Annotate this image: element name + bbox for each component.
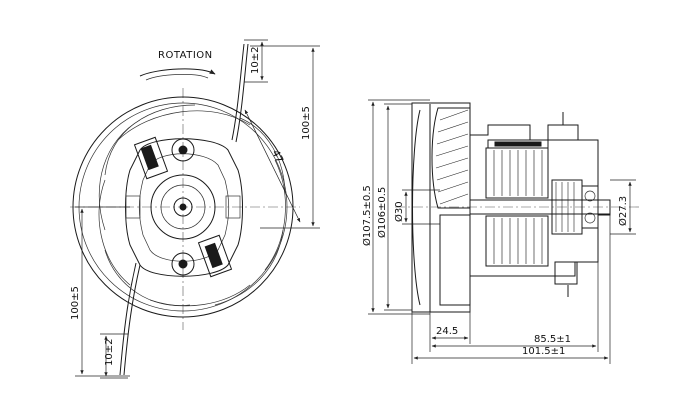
fan-housing-curve: [412, 109, 421, 306]
fan-hatching: [435, 109, 469, 205]
fan-lower-section: [439, 214, 471, 306]
dim-right: 100±5: [301, 106, 312, 140]
dim-line-shaft-dia: [402, 189, 440, 225]
brush-holder-top: [133, 136, 169, 180]
rotor-shaft: [173, 197, 193, 217]
front-view: ROTATION 10±2 10±2 100±5: [70, 39, 320, 379]
dim-line-fan-depth: [429, 312, 471, 344]
dim-left: 100±5: [70, 286, 81, 320]
side-view: Ø107.5±0.5 Ø106±0.5 Ø30 Ø27.3 24.5: [361, 99, 640, 364]
shaft-center: [179, 203, 187, 211]
fan-upper-section: [431, 107, 471, 209]
dim-line-body-length: [429, 262, 599, 352]
stator-windings: [485, 147, 549, 267]
rotor-inner: [160, 184, 206, 230]
commutator-hatching: [555, 182, 575, 232]
dim-line-diag: [244, 109, 301, 223]
brush-assembly-top: [487, 139, 549, 149]
dim-hub-dia: Ø27.3: [617, 196, 629, 226]
dim-inner-dia: Ø106±0.5: [376, 187, 388, 238]
dim-lead-top: 10±2: [250, 47, 261, 74]
dim-outer-dia: Ø107.5±0.5: [361, 185, 373, 246]
screw-boss-top: [171, 138, 195, 162]
brush-holder-bottom: [197, 234, 233, 278]
dim-total-length: 101.5±1: [522, 346, 565, 357]
dim-line-inner-dia: [384, 103, 412, 311]
dim-diag: 47: [269, 148, 284, 164]
clamp-right: [225, 195, 241, 219]
rotation-label: ROTATION: [158, 50, 213, 61]
brush-cap-top: [547, 124, 579, 141]
brush-cap-bottom: [554, 261, 578, 285]
dim-lead-bottom: 10±2: [104, 339, 115, 366]
dim-line-total-length: [411, 215, 611, 364]
dim-line-left: [75, 206, 130, 377]
dim-fan-depth: 24.5: [436, 326, 458, 337]
rotor-outer: [150, 174, 216, 240]
dim-line-right: [250, 45, 320, 229]
screw-boss-bottom: [171, 252, 195, 276]
dim-line-outer-dia: [368, 99, 430, 315]
dim-line-hub-dia: [610, 179, 636, 235]
stator-body: [125, 138, 243, 277]
stator-inner: [138, 153, 230, 262]
dim-shaft-dia: Ø30: [393, 201, 405, 222]
shaft: [469, 199, 611, 215]
lead-wire-bottom: [100, 262, 141, 379]
lead-wire-top: [231, 39, 268, 143]
dim-body-length: 85.5±1: [534, 334, 571, 345]
rotation-arrow-icon: [139, 68, 216, 81]
bearing: [581, 185, 599, 229]
